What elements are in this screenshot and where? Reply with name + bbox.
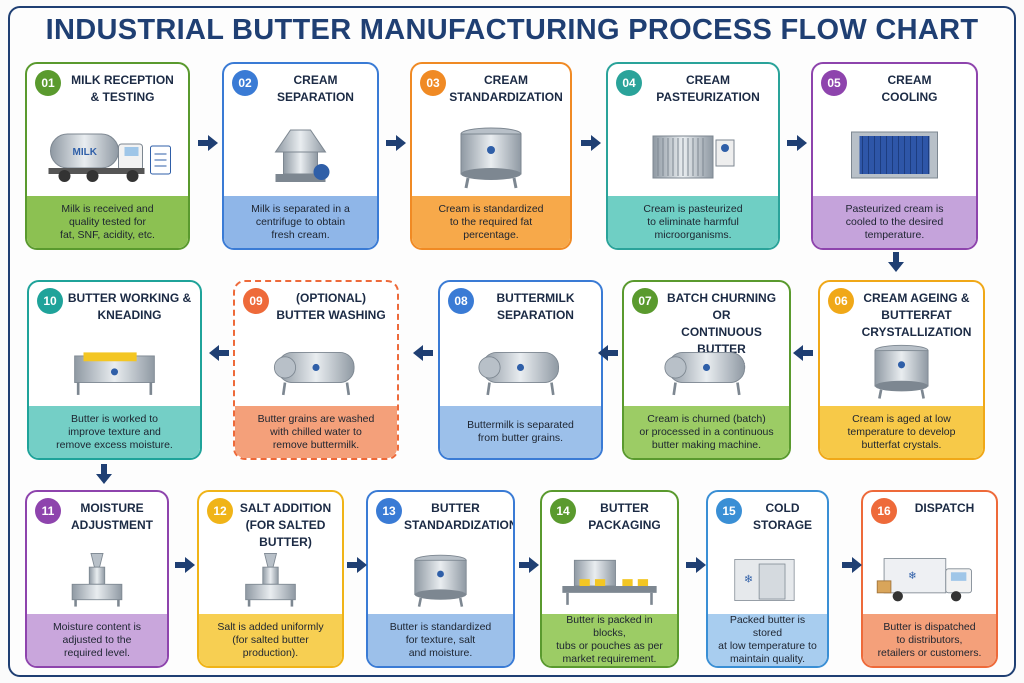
- salt-dosing-icon: [209, 550, 332, 610]
- step-number-badge: 10: [37, 288, 63, 314]
- step-title: CREAM AGEING & BUTTERFAT CRYSTALLIZATION: [861, 291, 972, 339]
- step-number-badge: 02: [232, 70, 258, 96]
- step-description: Packed butter is stored at low temperatu…: [708, 614, 827, 666]
- step-card-11: 11 MOISTURE ADJUSTMENT Moisture content …: [25, 490, 169, 668]
- step-description: Butter is dispatched to distributors, re…: [863, 614, 996, 666]
- plate-cooler-icon: [823, 122, 966, 192]
- step-title: CREAM STANDARDIZATION: [449, 73, 563, 104]
- step-number-badge: 12: [207, 498, 233, 524]
- centrifuge-separator-icon: [234, 122, 367, 192]
- plate-pasteurizer-icon: [618, 122, 768, 192]
- step-title: CREAM COOLING: [881, 73, 938, 104]
- step-title: BUTTER PACKAGING: [588, 501, 661, 532]
- step-card-09: 09 (OPTIONAL) BUTTER WASHING Butter grai…: [233, 280, 399, 460]
- step-title: BUTTERMILK SEPARATION: [496, 291, 575, 322]
- step-number-badge: 01: [35, 70, 61, 96]
- step-description: Butter grains are washed with chilled wa…: [235, 406, 397, 458]
- step-description: Pasteurized cream is cooled to the desir…: [813, 196, 976, 248]
- step-card-05: 05 CREAM COOLING Pasteurized cream is co…: [811, 62, 978, 250]
- step-card-15: 15 COLD STORAGE ❄ Packed butter is store…: [706, 490, 829, 668]
- step-number-badge: 09: [243, 288, 269, 314]
- flow-arrow-right-icon: [173, 555, 197, 575]
- step-description: Butter is packed in blocks, tubs or pouc…: [542, 614, 677, 666]
- flow-arrow-left-icon: [791, 343, 815, 363]
- step-card-02: 02 CREAM SEPARATION Milk is separated in…: [222, 62, 379, 250]
- svg-text:❄: ❄: [908, 570, 917, 582]
- step-number-badge: 08: [448, 288, 474, 314]
- step-title: COLD STORAGE: [752, 501, 813, 532]
- step-title: BUTTER WORKING & KNEADING: [67, 291, 192, 322]
- packaging-line-icon: [552, 550, 667, 610]
- step-card-07: 07 BATCH CHURNING OR CONTINUOUS BUTTER M…: [622, 280, 791, 460]
- step-card-08: 08 BUTTERMILK SEPARATION Buttermilk is s…: [438, 280, 603, 460]
- delivery-truck-icon: ❄: [873, 550, 986, 610]
- flow-arrow-right-icon: [384, 133, 408, 153]
- flow-arrow-right-icon: [785, 133, 809, 153]
- flow-arrow-down-icon: [92, 464, 116, 484]
- page-title: INDUSTRIAL BUTTER MANUFACTURING PROCESS …: [45, 14, 979, 46]
- step-description: Moisture content is adjusted to the requ…: [27, 614, 167, 666]
- flow-arrow-left-icon: [411, 343, 435, 363]
- step-number-badge: 14: [550, 498, 576, 524]
- step-title: MOISTURE ADJUSTMENT: [70, 501, 153, 532]
- flow-arrow-right-icon: [196, 133, 220, 153]
- step-description: Buttermilk is separated from butter grai…: [440, 406, 601, 458]
- step-title: (OPTIONAL) BUTTER WASHING: [276, 291, 386, 322]
- step-description: Cream is pasteurized to eliminate harmfu…: [608, 196, 778, 248]
- step-title: SALT ADDITION (FOR SALTED BUTTER): [239, 501, 332, 549]
- butter-tank-icon: [378, 550, 503, 610]
- step-card-12: 12 SALT ADDITION (FOR SALTED BUTTER) Sal…: [197, 490, 344, 668]
- flow-arrow-left-icon: [207, 343, 231, 363]
- step-description: Butter is standardized for texture, salt…: [368, 614, 513, 666]
- step-card-16: 16 DISPATCH ❄ Butter is dispatched to di…: [861, 490, 998, 668]
- moisture-dosing-icon: [37, 550, 157, 610]
- step-description: Cream is standardized to the required fa…: [412, 196, 570, 248]
- step-description: Cream is aged at low temperature to deve…: [820, 406, 983, 458]
- flow-arrow-right-icon: [684, 555, 708, 575]
- buttermilk-separator-icon: [450, 340, 591, 402]
- step-card-14: 14 BUTTER PACKAGING Butter is packed in …: [540, 490, 679, 668]
- step-number-badge: 13: [376, 498, 402, 524]
- step-number-badge: 04: [616, 70, 642, 96]
- flow-arrow-right-icon: [345, 555, 369, 575]
- standardization-tank-icon: [422, 122, 560, 192]
- flow-arrow-right-icon: [840, 555, 864, 575]
- milk-tanker-truck-icon: MILK: [37, 122, 178, 192]
- step-number-badge: 06: [828, 288, 854, 314]
- step-card-04: 04 CREAM PASTEURIZATION Cream is pasteur…: [606, 62, 780, 250]
- svg-text:❄: ❄: [744, 572, 753, 585]
- step-description: Milk is received and quality tested for …: [27, 196, 188, 248]
- step-title: BUTTER STANDARDIZATION: [404, 501, 515, 532]
- butter-churn-icon: [634, 340, 779, 402]
- step-card-10: 10 BUTTER WORKING & KNEADING Butter is w…: [27, 280, 202, 460]
- step-number-badge: 16: [871, 498, 897, 524]
- cold-room-icon: ❄: [718, 550, 817, 610]
- truck-label: MILK: [73, 147, 98, 158]
- ageing-tank-icon: [830, 340, 973, 402]
- step-title: CREAM PASTEURIZATION: [656, 73, 760, 104]
- step-number-badge: 05: [821, 70, 847, 96]
- step-description: Salt is added uniformly (for salted butt…: [199, 614, 342, 666]
- step-title: CREAM SEPARATION: [277, 73, 354, 104]
- step-description: Milk is separated in a centrifuge to obt…: [224, 196, 377, 248]
- step-number-badge: 07: [632, 288, 658, 314]
- flow-arrow-right-icon: [517, 555, 541, 575]
- step-title: DISPATCH: [914, 501, 975, 515]
- flow-arrow-left-icon: [596, 343, 620, 363]
- flow-arrow-down-icon: [884, 252, 908, 272]
- step-number-badge: 03: [420, 70, 446, 96]
- step-number-badge: 15: [716, 498, 742, 524]
- step-card-13: 13 BUTTER STANDARDIZATION Butter is stan…: [366, 490, 515, 668]
- washing-drum-icon: [245, 340, 387, 402]
- step-title: MILK RECEPTION & TESTING: [71, 73, 174, 104]
- step-card-06: 06 CREAM AGEING & BUTTERFAT CRYSTALLIZAT…: [818, 280, 985, 460]
- step-number-badge: 11: [35, 498, 61, 524]
- step-description: Butter is worked to improve texture and …: [29, 406, 200, 458]
- kneading-machine-icon: [39, 340, 190, 402]
- step-description: Cream is churned (batch) or processed in…: [624, 406, 789, 458]
- step-card-01: 01 MILK RECEPTION & TESTING MILK Milk is…: [25, 62, 190, 250]
- step-card-03: 03 CREAM STANDARDIZATION Cream is standa…: [410, 62, 572, 250]
- flow-arrow-right-icon: [579, 133, 603, 153]
